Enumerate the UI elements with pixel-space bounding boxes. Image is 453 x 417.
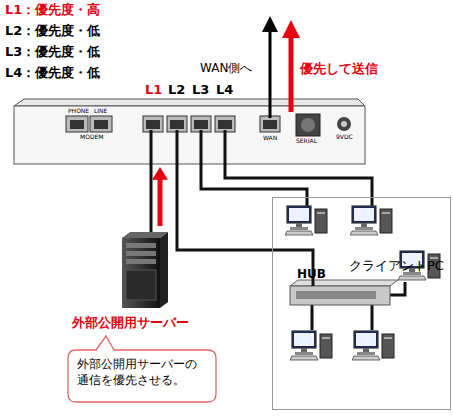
label: L3：優先度・低 [5,45,100,60]
router [14,99,365,164]
label: 優先して送信 [300,62,378,77]
node-text: 外部公開用サーバー [60,316,200,331]
router: PHONE LINE MODEM WAN SERIAL 9VDC [14,100,365,165]
label: L3 [192,83,209,98]
label: WAN側へ [200,62,252,76]
node-text: 外部公開用サーバーの 通信を優先させる。 [77,356,205,388]
client-pc [350,206,392,235]
wan-arrow [262,16,300,118]
label: L1：優先度・高 [5,3,100,18]
node-text: HUB [297,268,326,282]
server-tower [122,232,168,308]
node-text: クライアントPC [349,259,444,274]
cable [151,130,405,330]
hub: HUB [291,286,391,306]
callout-bubble: 外部公開用サーバーの 通信を優先させる。 [68,350,216,402]
connector [152,167,168,226]
node-text: WAN [263,135,277,142]
server: 外部公開用サーバー [60,228,200,334]
label: L2 [168,83,185,98]
label: L2：優先度・低 [5,24,100,39]
node-text: LINE [94,108,107,115]
hub-device [290,280,398,305]
label: L4：優先度・低 [5,66,100,81]
connector [177,165,313,286]
node-text: MODEM [80,134,104,141]
node-text: SERIAL [296,138,317,145]
client-pc [290,331,332,360]
bubble-shape [68,336,216,402]
label: L1 [145,83,162,98]
label: L4 [216,83,233,98]
client-pc [285,206,327,235]
client-pc [352,331,394,360]
client-area: クライアントPC HUB [272,197,451,410]
node-text: PHONE [68,108,89,115]
node-text: 9VDC [336,134,353,141]
